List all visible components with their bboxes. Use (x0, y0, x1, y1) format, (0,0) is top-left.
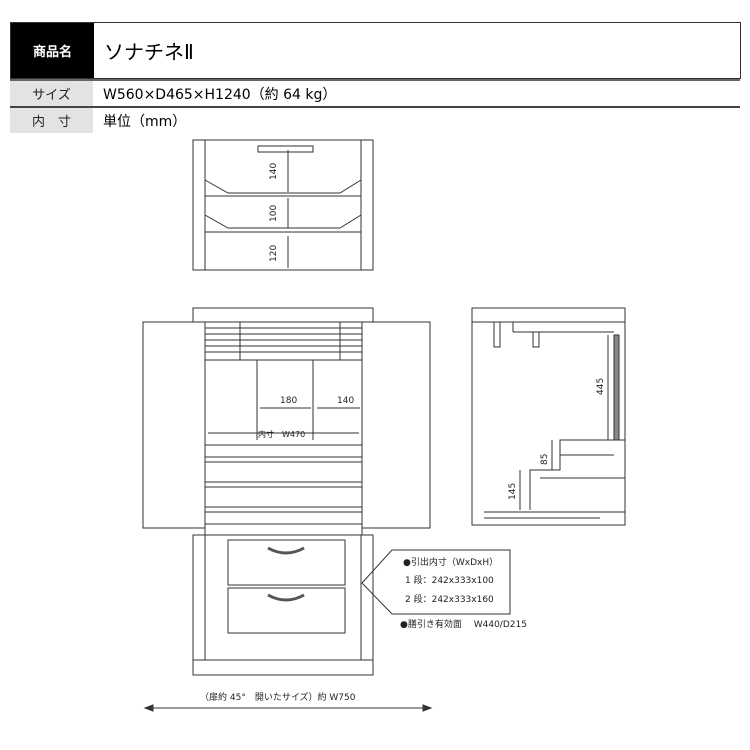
tray-area: ●膳引き有効面 W440/D215 (400, 618, 527, 630)
size-value: W560×D465×H1240（約 64 kg） (103, 86, 337, 103)
callout-row-2: 2 段：242x333x160 (405, 593, 494, 605)
callout-row-1: 1 段：242x333x100 (405, 574, 494, 586)
size-label: サイズ (10, 81, 93, 106)
drawer-callout: ●引出内寸（WxDxH） 1 段：242x333x100 2 段：242x333… (361, 549, 527, 630)
open-width-dimension: （扉約 45° 開いたサイズ）約 W750 (143, 691, 433, 712)
front-view: 180 140 内寸 W470 (142, 307, 431, 676)
top-dim-3: 120 (269, 245, 279, 262)
callout-title: ●引出内寸（WxDxH） (403, 556, 498, 568)
product-name-label: 商品名 (11, 23, 94, 78)
side-dim-85: 85 (540, 454, 550, 465)
open-width-label: （扉約 45° 開いたサイズ）約 W750 (200, 691, 356, 703)
front-inner-width: 内寸 W470 (258, 429, 305, 439)
product-name-value: ソナチネⅡ (104, 40, 194, 64)
side-view: 445 85 145 (471, 307, 626, 526)
product-name-row: 商品名 ソナチネⅡ (10, 22, 741, 79)
side-dim-445: 445 (596, 378, 606, 395)
inner-dim-value: 単位（mm） (103, 113, 187, 130)
front-dim-180: 180 (280, 396, 297, 406)
top-dim-2: 100 (269, 205, 279, 222)
front-dim-140: 140 (337, 396, 354, 406)
size-row: サイズ W560×D465×H1240（約 64 kg） (10, 79, 740, 106)
inner-dim-label: 内 寸 (10, 108, 93, 133)
top-view: 140 100 120 (192, 139, 374, 271)
inner-dim-row: 内 寸 単位（mm） (10, 106, 740, 133)
side-dim-145: 145 (508, 483, 518, 500)
top-dim-1: 140 (269, 163, 279, 180)
